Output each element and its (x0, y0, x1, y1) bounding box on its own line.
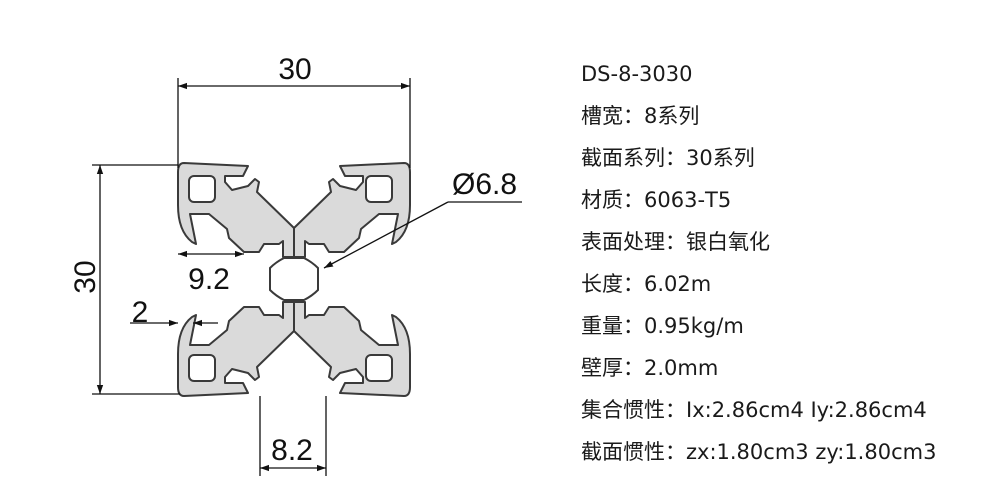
spec-model: DS-8-3030 (581, 62, 693, 86)
dim-width-label: 30 (278, 53, 311, 86)
dim-height: 30 (69, 165, 104, 394)
spec-moment-of-inertia: 集合惯性：Ix:2.86cm4 Iy:2.86cm4 (581, 398, 927, 422)
pocket-top-left (188, 175, 216, 203)
dim-width: 30 (178, 53, 410, 90)
center-bore (269, 257, 319, 301)
dim-slot-width-label: 8.2 (271, 434, 313, 467)
spec-section-series: 截面系列：30系列 (581, 146, 755, 170)
dim-height-label: 30 (69, 260, 102, 293)
profile-drawing: 30 30 Ø6.8 9.2 2 8.2 (69, 53, 522, 476)
spec-wall-thickness: 壁厚：2.0mm (581, 356, 719, 380)
spec-surface-treatment: 表面处理：银白氧化 (581, 230, 770, 254)
spec-weight: 重量：0.95kg/m (581, 314, 744, 338)
corner-pockets (188, 175, 393, 382)
spec-list: DS-8-3030 槽宽：8系列 截面系列：30系列 材质：6063-T5 表面… (581, 58, 936, 478)
dim-hole: Ø6.8 (323, 168, 522, 269)
dim-wall: 2 (130, 296, 218, 329)
pocket-bottom-right (365, 354, 393, 382)
extension-lines (92, 78, 411, 476)
pocket-top-right (365, 175, 393, 203)
spec-material: 材质：6063-T5 (581, 188, 732, 212)
spec-slot-width: 槽宽：8系列 (581, 104, 700, 128)
dim-hole-label: Ø6.8 (452, 168, 517, 201)
pocket-bottom-left (188, 354, 216, 382)
dim-slot-depth-label: 9.2 (188, 263, 230, 296)
dim-slot-width: 8.2 (260, 434, 326, 472)
spec-length: 长度：6.02m (581, 272, 712, 296)
spec-section-modulus: 截面惯性：zx:1.80cm3 zy:1.80cm3 (581, 440, 937, 464)
dim-wall-label: 2 (132, 296, 149, 329)
dim-slot-depth: 9.2 (178, 250, 244, 296)
